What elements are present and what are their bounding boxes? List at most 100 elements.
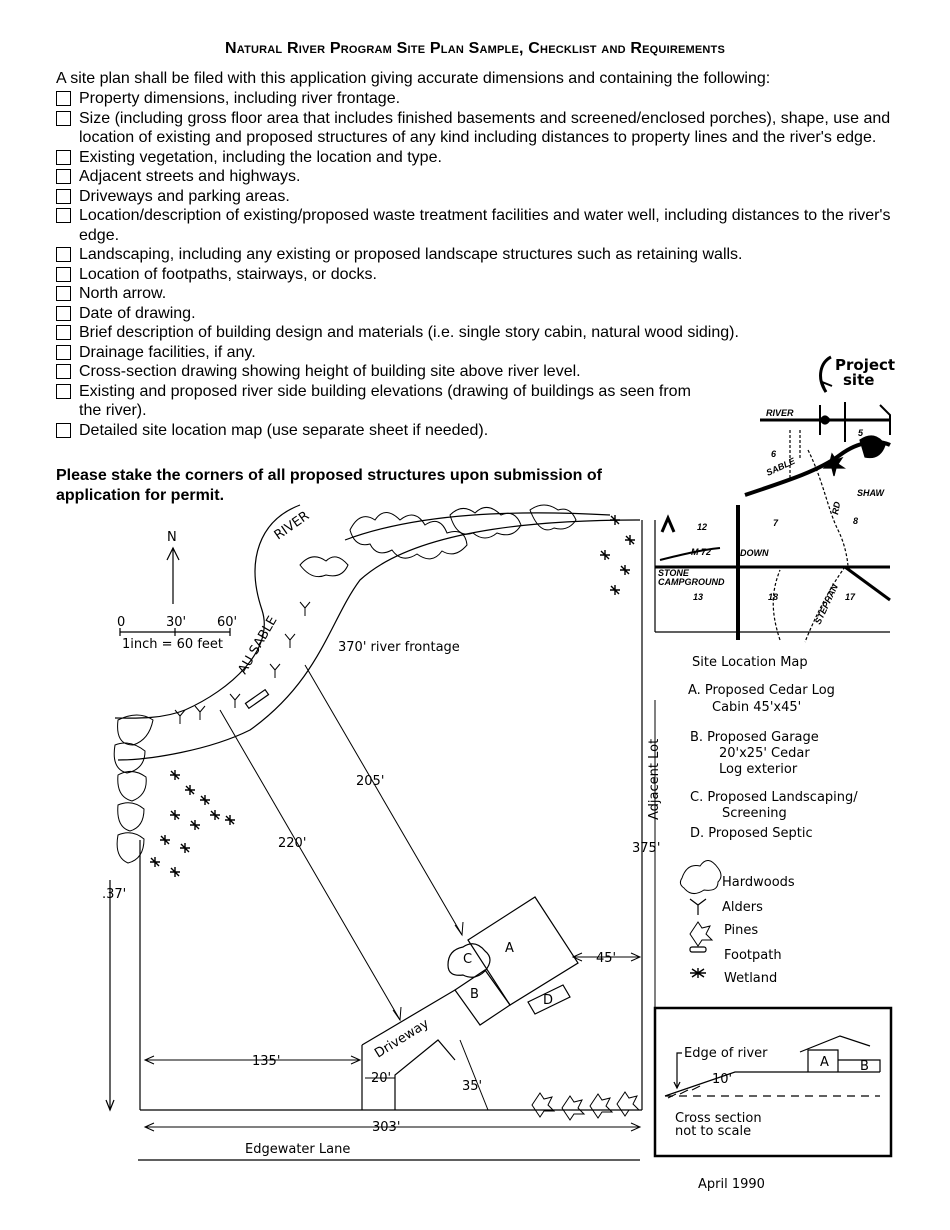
- dim-37: .37': [102, 887, 126, 902]
- checklist-item[interactable]: Location/description of existing/propose…: [56, 206, 896, 245]
- cross-section-b: B: [860, 1059, 869, 1074]
- legend-hardwoods: Hardwoods: [722, 875, 795, 890]
- dim-35: 35': [462, 1079, 482, 1094]
- checklist-item[interactable]: Property dimensions, including river fro…: [56, 89, 896, 109]
- north-arrow: N: [166, 530, 180, 604]
- checklist-item-label: Landscaping, including any existing or p…: [79, 246, 743, 263]
- hardwood-trees: [113, 504, 577, 864]
- project-site-label-2: site: [843, 371, 874, 389]
- building-c-label: C: [463, 952, 472, 967]
- checkbox[interactable]: [56, 383, 71, 399]
- checklist-item[interactable]: Drainage facilities, if any.: [56, 343, 896, 363]
- legend-footpath: Footpath: [724, 948, 782, 963]
- checklist-item[interactable]: Cross-section drawing showing height of …: [56, 362, 896, 382]
- dim-135: 135': [252, 1054, 280, 1069]
- checkbox[interactable]: [56, 110, 71, 126]
- checklist-item[interactable]: Adjacent streets and highways.: [56, 167, 896, 187]
- cross-section-caption-1: Cross section: [675, 1111, 762, 1126]
- checklist-item-label: Property dimensions, including river fro…: [79, 90, 401, 107]
- map-label-down: DOWN: [740, 548, 769, 558]
- septic-d: [527, 984, 571, 1015]
- legend-a-line2: Cabin 45'x45': [712, 700, 801, 715]
- checkbox[interactable]: [56, 247, 71, 262]
- map-label-rd: RD: [830, 500, 842, 515]
- checkbox[interactable]: [56, 422, 71, 438]
- legend-b-line2: 20'x25' Cedar: [719, 746, 810, 761]
- checklist-item-label: Date of drawing.: [79, 304, 196, 322]
- checkbox[interactable]: [56, 169, 71, 184]
- checklist-item-label: Brief description of building design and…: [79, 324, 739, 341]
- checklist-item-label: Cross-section drawing showing height of …: [79, 363, 581, 380]
- scale-bar: 0 30' 60' 1inch = 60 feet: [117, 615, 237, 652]
- street-name: Edgewater Lane: [245, 1142, 350, 1157]
- property-lines: [105, 520, 643, 1112]
- checkbox[interactable]: [56, 91, 71, 106]
- map-section-5: 5: [858, 428, 864, 438]
- map-section-8: 8: [853, 516, 858, 526]
- legend-d-line1: D. Proposed Septic: [690, 826, 813, 841]
- dim-205: 205': [356, 774, 384, 789]
- project-site-label-1: Project: [835, 356, 895, 374]
- river-frontage-label: 370' river frontage: [338, 640, 460, 655]
- checklist-item[interactable]: Brief description of building design and…: [56, 323, 896, 343]
- checklist-item[interactable]: Size (including gross floor area that in…: [56, 109, 896, 148]
- footpath: [244, 688, 270, 710]
- intro-text: A site plan shall be filed with this app…: [56, 70, 771, 87]
- legend-a-line1: A. Proposed Cedar Log: [688, 683, 835, 698]
- checkbox[interactable]: [56, 344, 71, 360]
- checkbox[interactable]: [56, 266, 71, 282]
- cross-section-a: A: [820, 1055, 829, 1070]
- edge-of-river-label: Edge of river: [684, 1046, 768, 1061]
- checklist-item-label: Adjacent streets and highways.: [79, 168, 301, 185]
- north-label: N: [167, 530, 177, 545]
- river-name-label: AU SABLE: [235, 614, 280, 677]
- map-section-7: 7: [773, 518, 779, 528]
- driveway-label: Driveway: [372, 1016, 432, 1061]
- river-word-label: RIVER: [272, 509, 313, 544]
- pine-symbols: [531, 1091, 641, 1121]
- checklist-item-label: Location/description of existing/propose…: [79, 207, 891, 244]
- scale-tick-30: 30': [166, 615, 186, 630]
- map-section-17: 17: [845, 592, 856, 602]
- legend-wetland: Wetland: [724, 971, 777, 986]
- checklist-item[interactable]: Existing and proposed river side buildin…: [56, 382, 706, 421]
- map-label-stephan: STEPHAN: [813, 582, 840, 626]
- building-a-label: A: [505, 941, 514, 956]
- hardwood-legend-icon: [679, 860, 722, 894]
- checklist-item-label: Existing vegetation, including the locat…: [79, 148, 442, 166]
- legend-pines: Pines: [724, 923, 758, 938]
- pine-legend-icon: [689, 921, 714, 947]
- checklist-item-label: Existing and proposed river side buildin…: [79, 382, 691, 420]
- legend: Site Location Map A. Proposed Cedar Log …: [679, 655, 858, 986]
- checkbox[interactable]: [56, 149, 71, 165]
- checklist-item[interactable]: Date of drawing.: [56, 304, 896, 324]
- checkbox[interactable]: [56, 188, 71, 204]
- checkbox[interactable]: [56, 208, 71, 223]
- map-label-m72: M 72: [691, 547, 711, 557]
- garage-b: [454, 969, 511, 1026]
- checkbox[interactable]: [56, 286, 71, 301]
- scale-text: 1inch = 60 feet: [122, 637, 223, 652]
- checklist-item[interactable]: Driveways and parking areas.: [56, 187, 896, 207]
- checklist-item[interactable]: Existing vegetation, including the locat…: [56, 148, 896, 168]
- checklist-item-label: Detailed site location map (use separate…: [79, 421, 489, 439]
- map-label-shaw: SHAW: [857, 488, 886, 498]
- building-d-label: D: [543, 993, 553, 1008]
- cabin-a: [467, 896, 579, 1006]
- checklist-item-label: Drainage facilities, if any.: [79, 343, 256, 361]
- checkbox[interactable]: [56, 305, 71, 321]
- footpath-legend-icon: [689, 946, 707, 953]
- map-label-sable: SABLE: [765, 455, 798, 477]
- checkbox[interactable]: [56, 325, 71, 340]
- checklist-item[interactable]: Location of footpaths, stairways, or doc…: [56, 265, 896, 285]
- alder-legend-icon: [689, 898, 707, 915]
- legend-c-line1: C. Proposed Landscaping/: [690, 790, 858, 805]
- checklist-item[interactable]: Landscaping, including any existing or p…: [56, 245, 896, 265]
- legend-title: Site Location Map: [692, 655, 808, 670]
- checklist-item-label: Driveways and parking areas.: [79, 187, 290, 205]
- checklist-item[interactable]: Detailed site location map (use separate…: [56, 421, 896, 441]
- checkbox[interactable]: [56, 364, 71, 379]
- map-section-12: 12: [697, 522, 707, 532]
- checklist-item[interactable]: North arrow.: [56, 284, 896, 304]
